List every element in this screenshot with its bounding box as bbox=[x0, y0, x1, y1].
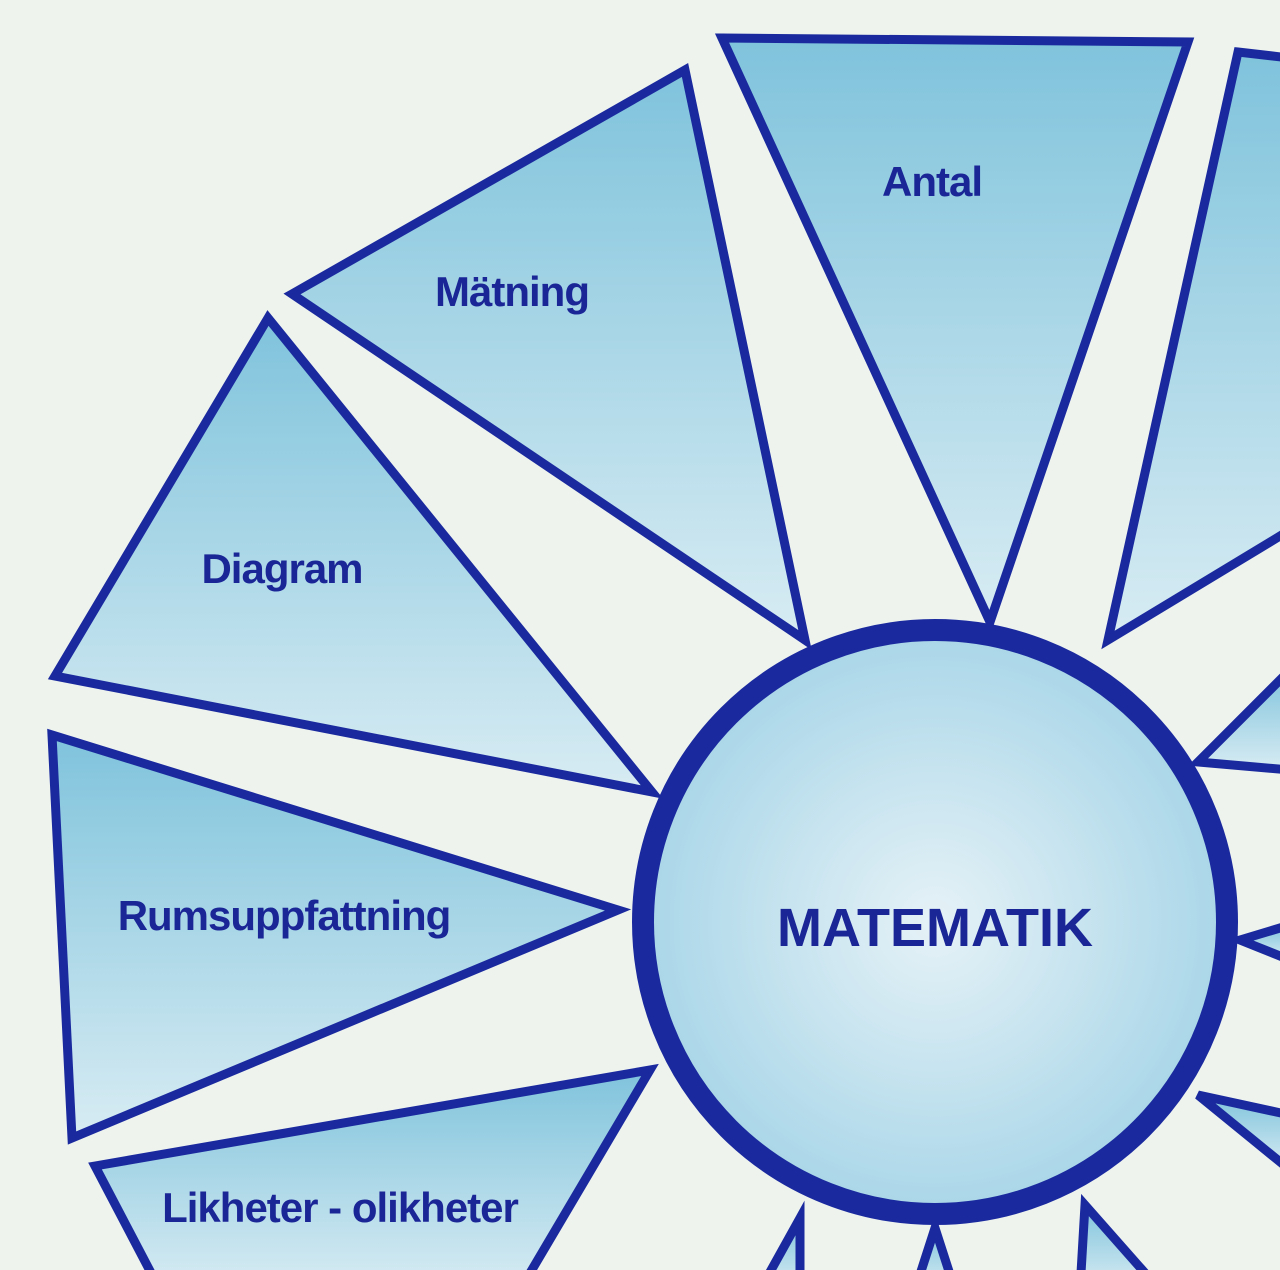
ray-bottom-partial-3 bbox=[1076, 1193, 1149, 1270]
ray-bottom-partial-1-shape bbox=[765, 1200, 805, 1270]
ray-diagram-shape bbox=[47, 310, 664, 799]
ray-right-partial-2-shape bbox=[1195, 1090, 1280, 1168]
ray-right-partial bbox=[1101, 47, 1280, 650]
ray-right-partial-shape bbox=[1101, 47, 1280, 650]
ray-antal-shape bbox=[714, 33, 1195, 635]
ray-rumsuppfattning-shape bbox=[47, 728, 632, 1145]
ray-right-partial-3-shape bbox=[1226, 923, 1280, 961]
center-hub: MATEMATIK bbox=[632, 619, 1238, 1225]
ray-bottom-partial-2 bbox=[916, 1213, 954, 1270]
ray-right-partial-2 bbox=[1195, 1090, 1280, 1168]
ray-right-partial-3 bbox=[1226, 923, 1280, 961]
center-label: MATEMATIK bbox=[777, 898, 1093, 958]
ray-matning: Mätning bbox=[283, 63, 812, 650]
ray-rumsuppfattning: Rumsuppfattning bbox=[47, 728, 632, 1145]
ray-matning-label: Mätning bbox=[435, 268, 589, 315]
center-circle bbox=[632, 619, 1238, 1225]
ray-diagram: Diagram bbox=[47, 310, 664, 799]
ray-bottom-partial-1 bbox=[765, 1200, 805, 1270]
ray-diagram-label: Diagram bbox=[201, 545, 362, 592]
ray-right-partial-4-shape bbox=[1187, 673, 1280, 774]
ray-likheter-olikheter: Likheter - olikheter bbox=[88, 1063, 659, 1270]
ray-right-partial-4 bbox=[1187, 673, 1280, 774]
ray-matning-shape bbox=[283, 63, 812, 650]
ray-antal: Antal bbox=[714, 33, 1195, 635]
ray-rumsuppfattning-label: Rumsuppfattning bbox=[118, 892, 451, 939]
ray-likheter-label: Likheter - olikheter bbox=[162, 1184, 518, 1231]
ray-bottom-partial-3-shape bbox=[1076, 1193, 1149, 1270]
ray-likheter-shape bbox=[88, 1063, 659, 1270]
ray-antal-label: Antal bbox=[882, 158, 982, 205]
ray-bottom-partial-2-shape bbox=[916, 1213, 954, 1270]
